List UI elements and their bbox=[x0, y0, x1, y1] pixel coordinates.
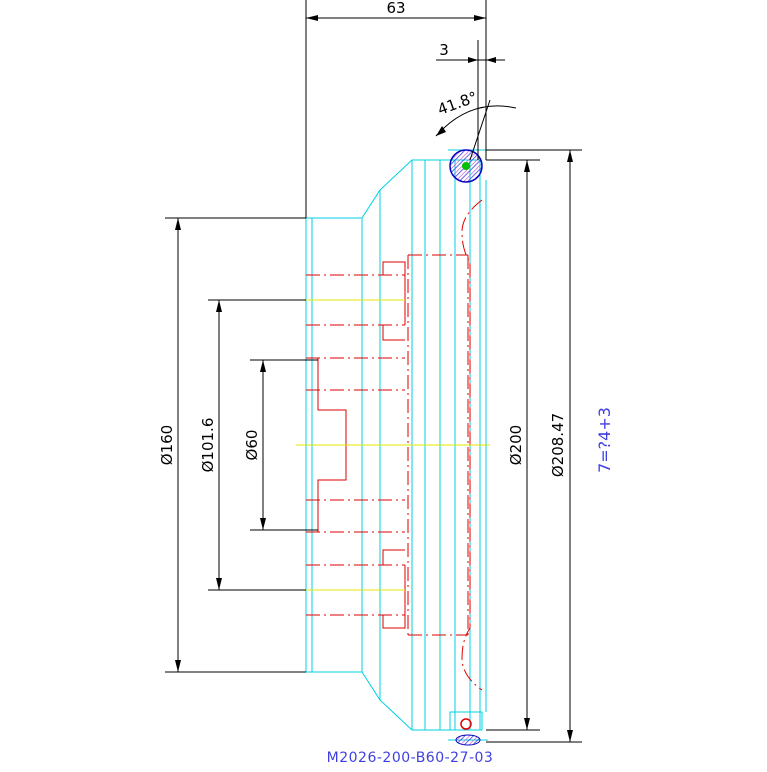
dim-d160-label: Ø160 bbox=[158, 425, 176, 465]
dim-angle-label: 41.8° bbox=[435, 88, 480, 119]
dim-d101-label: Ø101.6 bbox=[199, 418, 217, 473]
dim-top-width: 63 bbox=[305, 0, 487, 218]
dim-d200: Ø200 bbox=[486, 159, 540, 731]
dim-d60: Ø60 bbox=[243, 359, 318, 531]
formula-label: 7=?4+3 bbox=[595, 407, 614, 473]
dim-d200-label: Ø200 bbox=[507, 425, 525, 465]
dim-d208-label: Ø208.47 bbox=[549, 413, 567, 477]
dim-d208: Ø208.47 bbox=[486, 149, 582, 743]
dim-d101: Ø101.6 bbox=[199, 299, 306, 591]
center-lines bbox=[296, 299, 490, 591]
dim-3-label: 3 bbox=[439, 41, 449, 59]
dim-step: 3 bbox=[436, 40, 505, 160]
dim-d160: Ø160 bbox=[158, 217, 306, 673]
seal-ring-top bbox=[449, 149, 483, 183]
seal-ring-bottom bbox=[449, 711, 483, 746]
dim-angle: 41.8° bbox=[435, 88, 517, 161]
dim-63-label: 63 bbox=[386, 0, 405, 17]
part-number-label: M2026-200-B60-27-03 bbox=[327, 750, 494, 766]
dim-d60-label: Ø60 bbox=[243, 430, 261, 461]
